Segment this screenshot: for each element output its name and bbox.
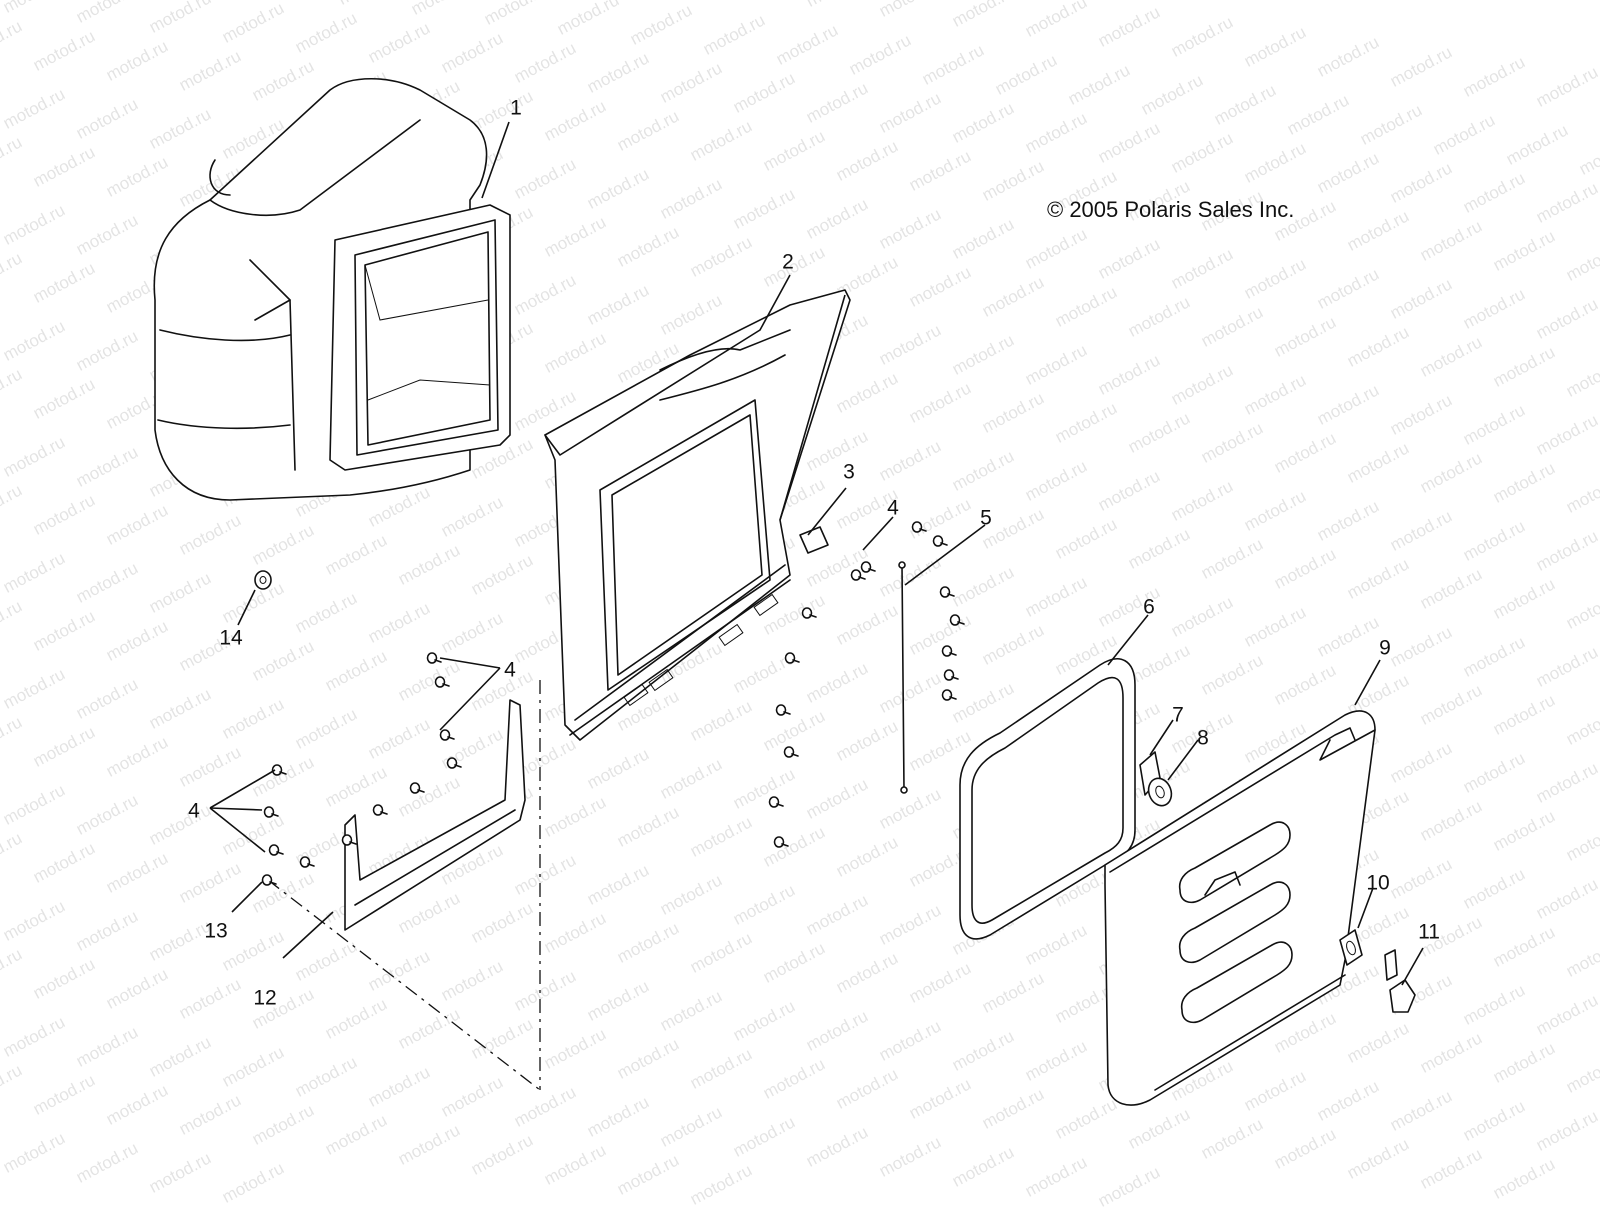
screw [939, 586, 955, 598]
screw [426, 652, 442, 664]
screw [268, 844, 284, 856]
screw [932, 535, 948, 547]
callout-9: 9 [1379, 636, 1391, 660]
callout-4-left-panel: 4 [504, 658, 516, 682]
part-11-latch [1384, 949, 1416, 1013]
screw [943, 669, 959, 681]
screw [801, 607, 817, 619]
screw [941, 689, 957, 701]
part-2-mounting-frame [544, 289, 851, 741]
screw [439, 729, 455, 741]
part-6-seal [959, 658, 1136, 940]
leader-lines [209, 121, 1424, 986]
copyright-notice: © 2005 Polaris Sales Inc. [1047, 197, 1295, 222]
screw [949, 614, 965, 626]
screw [784, 652, 800, 664]
callout-4-left-screws: 4 [188, 799, 200, 823]
callout-10: 10 [1366, 871, 1390, 895]
screw [783, 746, 799, 758]
callout-3: 3 [843, 460, 855, 484]
callout-12: 12 [253, 986, 277, 1010]
screw [860, 561, 876, 573]
screw [850, 569, 866, 581]
part-5-rod [898, 561, 908, 794]
part-4-screws [261, 521, 965, 886]
callout-6: 6 [1143, 595, 1155, 619]
callout-7: 7 [1172, 703, 1184, 727]
callout-2: 2 [782, 250, 794, 274]
callout-1: 1 [510, 96, 522, 120]
screw [372, 804, 388, 816]
screw [271, 764, 287, 776]
screw [446, 757, 462, 769]
callout-4: 4 [887, 496, 899, 520]
screw [434, 676, 450, 688]
callout-14: 14 [219, 626, 243, 650]
screw [409, 782, 425, 794]
screw [263, 806, 279, 818]
screw [773, 836, 789, 848]
callout-8: 8 [1197, 726, 1209, 750]
callout-13: 13 [204, 919, 228, 943]
part-12-panel [344, 699, 526, 931]
screw [941, 645, 957, 657]
part-8-washer [1147, 777, 1173, 807]
callout-11: 11 [1418, 920, 1440, 944]
part-1-storage-box [153, 77, 511, 501]
part-3-plate [799, 526, 829, 554]
screw [299, 856, 315, 868]
screw [768, 796, 784, 808]
assembly-guide-line [267, 879, 541, 1091]
callout-5: 5 [980, 506, 992, 530]
screw [261, 874, 277, 886]
screw [341, 834, 357, 846]
part-10-grommet [1339, 929, 1363, 966]
part-14-nut [254, 570, 272, 590]
screw [775, 704, 791, 716]
screw [911, 521, 927, 533]
part-9-door [1104, 710, 1376, 1106]
